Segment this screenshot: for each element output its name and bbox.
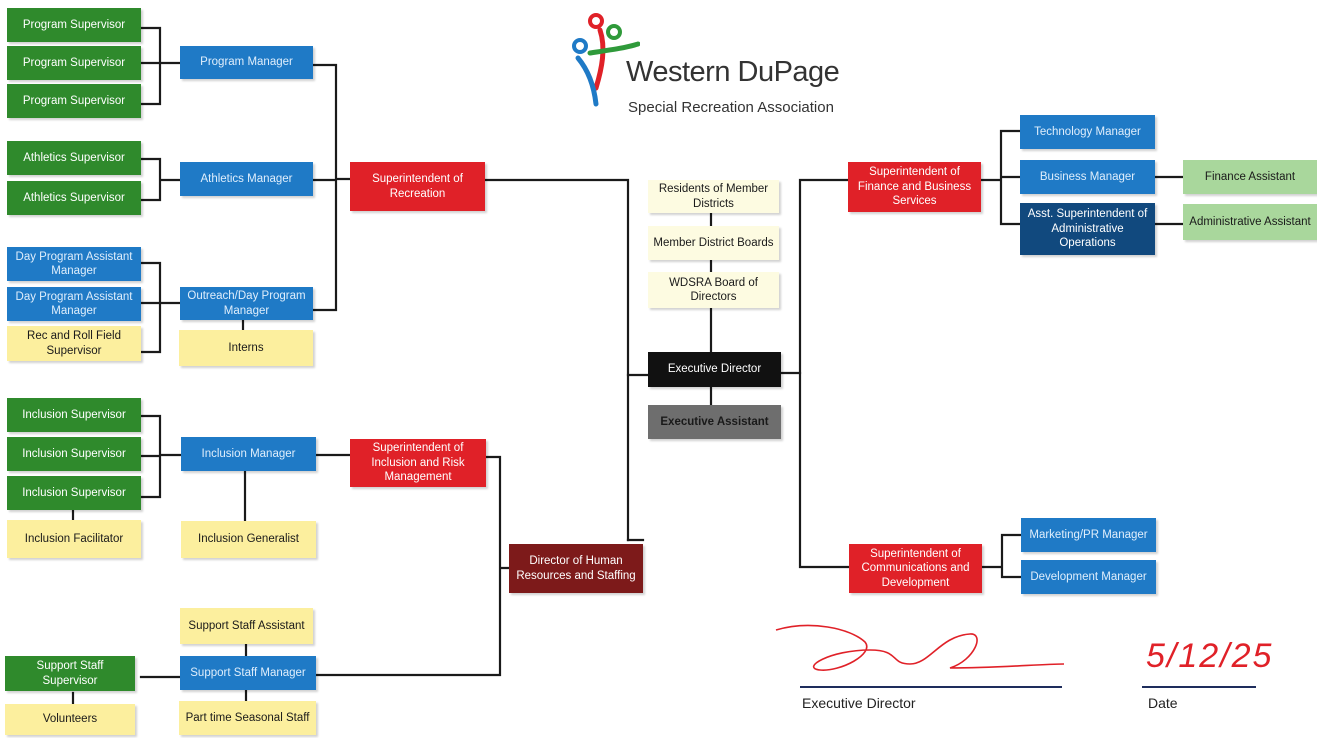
inclusion-supervisor-box-1: Inclusion Supervisor [7,398,141,432]
executive-director-signature-line [800,686,1062,688]
asst-superintendent-of-administrative-operations-box: Asst. Superintendent of Administrative O… [1020,203,1155,255]
business-manager-box: Business Manager [1020,160,1155,194]
support-staff-manager-box: Support Staff Manager [180,656,316,690]
executive-director-box: Executive Director [648,352,781,387]
director-of-human-resources-and-staffing-box: Director of Human Resources and Staffing [509,544,643,593]
inclusion-generalist-box: Inclusion Generalist [181,521,316,558]
interns-box: Interns [179,330,313,366]
executive-director-signature-label: Executive Director [802,695,916,711]
outreach-day-program-manager-box: Outreach/Day Program Manager [180,287,313,320]
marketing-pr-manager-box: Marketing/PR Manager [1021,518,1156,552]
wdsra-logo: Western DuPage Special Recreation Associ… [570,8,870,118]
administrative-assistant-box: Administrative Assistant [1183,204,1317,240]
part-time-seasonal-staff-box: Part time Seasonal Staff [179,701,316,735]
program-supervisor-box-1: Program Supervisor [7,8,141,42]
superintendent-of-communications-and-development-box: Superintendent of Communications and Dev… [849,544,982,593]
date-signature-line [1142,686,1256,688]
rec-and-roll-field-supervisor-box: Rec and Roll Field Supervisor [7,326,141,361]
superintendent-of-finance-and-business-services-box: Superintendent of Finance and Business S… [848,162,981,212]
signature-date: 5/12/25 [1146,637,1274,675]
day-program-assistant-manager-box-1: Day Program Assistant Manager [7,247,141,281]
inclusion-supervisor-box-2: Inclusion Supervisor [7,437,141,471]
athletics-supervisor-box-2: Athletics Supervisor [7,181,141,215]
member-district-boards-box: Member District Boards [648,226,779,260]
logo-title: Western DuPage [626,56,840,88]
residents-of-member-districts-box: Residents of Member Districts [648,180,779,213]
program-manager-box: Program Manager [180,46,313,79]
volunteers-box: Volunteers [5,704,135,735]
inclusion-manager-box: Inclusion Manager [181,437,316,471]
support-staff-supervisor-box: Support Staff Supervisor [5,656,135,691]
technology-manager-box: Technology Manager [1020,115,1155,149]
date-label: Date [1148,695,1178,711]
logo-subtitle: Special Recreation Association [628,99,834,116]
program-supervisor-box-2: Program Supervisor [7,46,141,80]
finance-assistant-box: Finance Assistant [1183,160,1317,194]
executive-assistant-box: Executive Assistant [648,405,781,439]
wdsra-board-of-directors-box: WDSRA Board of Directors [648,272,779,308]
logo-figures-icon [572,13,640,107]
superintendent-of-recreation-box: Superintendent of Recreation [350,162,485,211]
executive-director-signature [775,624,1065,671]
day-program-assistant-manager-box-2: Day Program Assistant Manager [7,287,141,321]
athletics-manager-box: Athletics Manager [180,162,313,196]
support-staff-assistant-box: Support Staff Assistant [180,608,313,644]
athletics-supervisor-box-1: Athletics Supervisor [7,141,141,175]
superintendent-of-inclusion-and-risk-management-box: Superintendent of Inclusion and Risk Man… [350,439,486,487]
inclusion-facilitator-box: Inclusion Facilitator [7,520,141,558]
inclusion-supervisor-box-3: Inclusion Supervisor [7,476,141,510]
program-supervisor-box-3: Program Supervisor [7,84,141,118]
development-manager-box: Development Manager [1021,560,1156,594]
